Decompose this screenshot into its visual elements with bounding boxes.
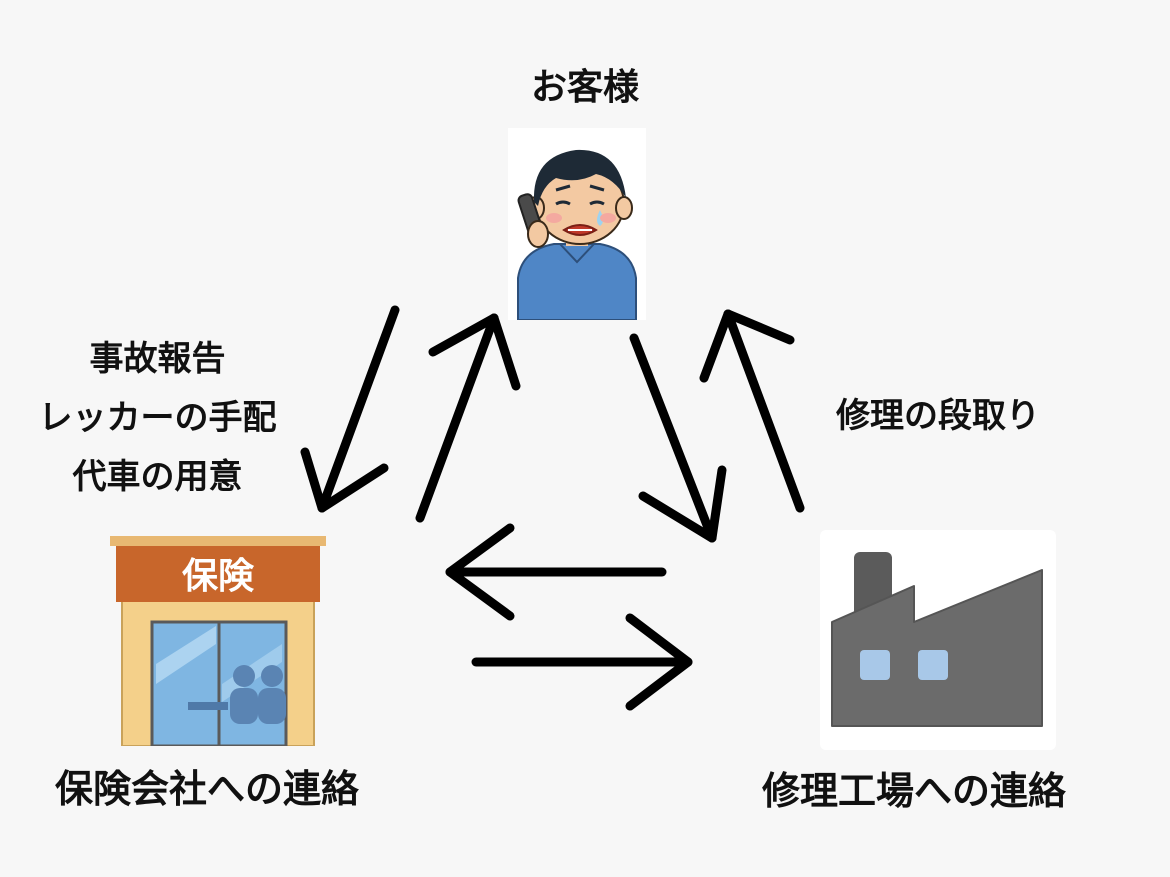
arrow-factory-to-insurance (445, 523, 667, 621)
insurance-notes: 事故報告 レッカーの手配 代車の用意 (15, 330, 300, 507)
arrow-factory-to-customer (699, 309, 805, 513)
customer-title: お客様 (530, 67, 639, 108)
note-replacement-car: 代車の用意 (72, 457, 243, 497)
repair-arrangement-note: 修理の段取り (836, 396, 1040, 436)
arrow-insurance-to-factory (471, 613, 693, 711)
arrow-customer-to-factory (629, 333, 727, 543)
insurance-sign-text: 保険 (182, 556, 255, 597)
insurance-office-icon: 保険 (108, 534, 328, 748)
insurance-label: 保険会社への連絡 (55, 767, 360, 811)
worried-man-on-phone-icon (508, 128, 646, 321)
note-accident-report: 事故報告 (89, 339, 226, 379)
note-tow-arrangement: レッカーの手配 (38, 398, 277, 438)
arrow-customer-to-insurance (300, 305, 400, 513)
factory-icon (820, 530, 1056, 750)
arrow-insurance-to-customer (415, 313, 521, 523)
factory-label: 修理工場への連絡 (762, 769, 1067, 813)
